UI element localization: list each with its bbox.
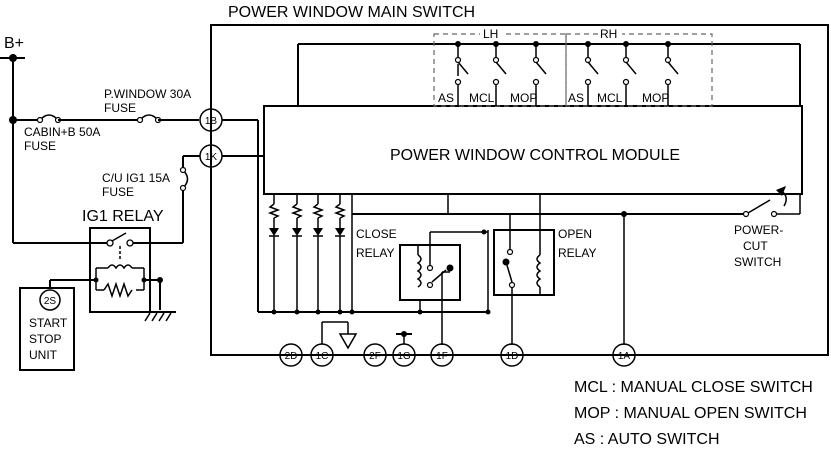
ground-hatch — [165, 312, 172, 322]
rh-label-bg — [598, 28, 622, 40]
start-stop-line-1: START — [29, 316, 68, 330]
connector-2s-label: 2S — [44, 296, 57, 307]
power-cut-label: POWER- — [734, 223, 783, 237]
sensor-elements — [267, 194, 347, 312]
main-switch-title: POWER WINDOW MAIN SWITCH — [228, 4, 475, 21]
ground-node — [271, 309, 277, 315]
sensor-2 — [290, 194, 304, 312]
cuig1-fuse-label: C/U IG1 15A — [102, 171, 170, 185]
sensor-3 — [311, 194, 325, 312]
power-cut-contact — [770, 210, 778, 218]
rh-group-box — [565, 33, 713, 107]
lh-mop-label: MOP — [510, 91, 537, 105]
close-relay-label-2: RELAY — [356, 246, 394, 260]
pwindow-fuse-label: P.WINDOW 30A — [104, 87, 191, 101]
1c-ground-triangle — [338, 333, 358, 350]
connector-1d-label: 1D — [506, 351, 519, 362]
pwindow-fuse-end — [136, 116, 144, 124]
connector-2f-label: 2F — [369, 351, 381, 362]
cabin-fuse-label: CABIN+B 50A — [24, 125, 100, 139]
start-stop-line-3: UNIT — [29, 348, 58, 362]
ig1-coil — [107, 264, 133, 270]
cabin-fuse-end — [36, 116, 44, 124]
lh-label: LH — [483, 27, 498, 41]
open-relay-internals — [502, 248, 542, 289]
ig1-contact — [106, 239, 114, 247]
rh-label: RH — [600, 27, 617, 41]
ground-hatch — [144, 312, 151, 322]
rh-as-label: AS — [568, 91, 584, 105]
ig1-contact — [126, 239, 134, 247]
connector-1b-label: 1B — [205, 116, 218, 127]
open-relay-box — [493, 229, 555, 296]
cuig1-fuse-end — [179, 184, 187, 192]
connector-1c-label: 1C — [316, 351, 329, 362]
switch-rh-mop — [664, 41, 679, 106]
ground-hatch — [151, 312, 158, 322]
start-stop-unit-box — [19, 287, 75, 371]
connector-1g-label: 1G — [397, 351, 411, 362]
power-cut-contact — [742, 210, 750, 218]
switch-rh-mcl — [622, 41, 637, 106]
lh-as-label: AS — [438, 91, 454, 105]
switch-lh-mcl — [492, 41, 507, 106]
sensor-4 — [333, 194, 347, 312]
ig1-relay-label: IG1 RELAY — [82, 208, 164, 225]
power-cut-label-2: CUT — [743, 239, 768, 253]
pwindow-fuse-label-2: FUSE — [104, 101, 136, 115]
lh-label-bg — [480, 28, 502, 40]
close-relay-internals — [416, 254, 454, 289]
connector-2d-label: 2D — [285, 351, 298, 362]
rh-mop-label: MOP — [642, 91, 669, 105]
1g-node — [401, 331, 407, 337]
rh-switches — [584, 41, 679, 106]
connector-2d — [279, 343, 303, 367]
connector-1a-label: 1A — [618, 351, 631, 362]
b-plus-label: B+ — [4, 35, 24, 52]
ground-node — [337, 309, 343, 315]
open-relay-label: OPEN — [558, 227, 592, 241]
ig1-ground-junction — [157, 277, 163, 283]
legend-mcl: MCL : MANUAL CLOSE SWITCH — [574, 379, 813, 396]
sensor-1 — [267, 194, 281, 312]
ground-node — [315, 309, 321, 315]
power-cut-blade — [747, 199, 771, 214]
main-switch-enclosure — [210, 24, 829, 356]
control-module-label: POWER WINDOW CONTROL MODULE — [390, 147, 680, 164]
connector-2s — [39, 289, 61, 311]
cuig1-fuse-label-2: FUSE — [102, 185, 134, 199]
lh-switches — [454, 41, 547, 106]
ig1-relay-box — [89, 227, 151, 313]
switch-lh-mop — [532, 41, 547, 106]
power-cut-arrowhead — [776, 186, 786, 196]
start-stop-line-2: STOP — [29, 332, 61, 346]
ground-hatch — [158, 312, 165, 322]
power-cut-label-3: SWITCH — [734, 255, 781, 269]
rh-mcl-label: MCL — [597, 91, 623, 105]
close-relay-label: CLOSE — [356, 227, 397, 241]
open-relay-label-2: RELAY — [558, 246, 596, 260]
connector-1k-label: 1K — [205, 152, 218, 163]
connector-2f — [363, 343, 387, 367]
legend-as: AS : AUTO SWITCH — [574, 431, 720, 448]
switch-rh-as — [584, 41, 599, 106]
ig1-switch-blade — [111, 232, 127, 242]
cabin-fuse-label-2: FUSE — [24, 139, 56, 153]
ground-node — [294, 309, 300, 315]
legend-mop: MOP : MANUAL OPEN SWITCH — [574, 405, 807, 422]
ground-node — [349, 309, 355, 315]
switch-lh-as — [454, 41, 469, 106]
lh-mcl-label: MCL — [469, 91, 495, 105]
connector-1a — [612, 343, 636, 367]
cuig1-fuse-end — [179, 166, 187, 174]
connector-1f-label: 1F — [436, 351, 448, 362]
ig1-resistor — [103, 281, 133, 299]
